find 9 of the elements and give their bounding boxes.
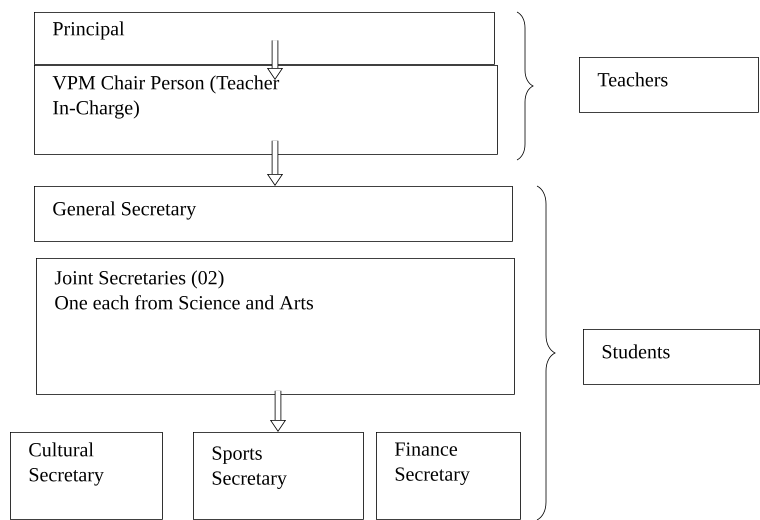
org-box: Joint Secretaries (02) One each from Science and Arts (36, 258, 515, 395)
org-box: Principal (34, 12, 495, 65)
org-box: General Secretary (34, 186, 513, 242)
org-box: Finance Secretary (376, 432, 521, 520)
org-box: VPM Chair Person (Teacher In-Charge) (34, 65, 498, 155)
org-box: Students (583, 329, 760, 385)
org-box: Sports Secretary (193, 432, 364, 520)
org-box: Cultural Secretary (10, 432, 163, 520)
org-box: Teachers (579, 57, 759, 113)
